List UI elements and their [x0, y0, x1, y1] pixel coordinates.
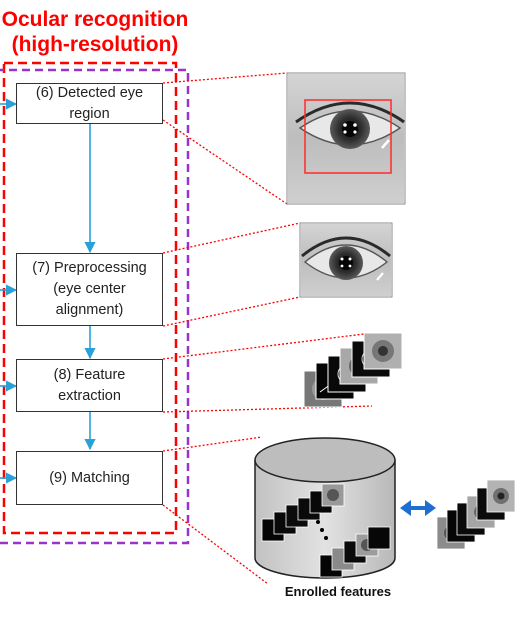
preprocessed-eye-image: [299, 222, 393, 298]
title-line-1: Ocular recognition: [1, 8, 189, 31]
title-line-2: (high-resolution): [11, 33, 179, 56]
step-box-detected-eye-region: (6) Detected eye region: [16, 83, 163, 124]
detected-eye-image: [286, 72, 406, 205]
step-box-feature-extraction: (8) Feature extraction: [16, 359, 163, 412]
step-label: (6) Detected eye region: [35, 84, 144, 122]
step-label: (8) Feature extraction: [53, 366, 126, 404]
step-label: (9) Matching: [49, 469, 130, 486]
red-dashed-border: [2, 61, 178, 535]
database-cylinder: [254, 437, 396, 579]
purple-dashed-border: [0, 68, 190, 545]
bidirectional-arrow: [400, 500, 436, 516]
query-feature-stack: [436, 479, 516, 550]
dotted-connectors: [162, 72, 373, 585]
step-box-preprocessing: (7) Preprocessing (eye center alignment): [16, 253, 163, 326]
step-box-matching: (9) Matching: [16, 451, 163, 505]
step-label: (7) Preprocessing (eye center alignment): [32, 260, 147, 318]
database-label: Enrolled features: [284, 584, 392, 599]
feature-stack: [303, 332, 403, 408]
